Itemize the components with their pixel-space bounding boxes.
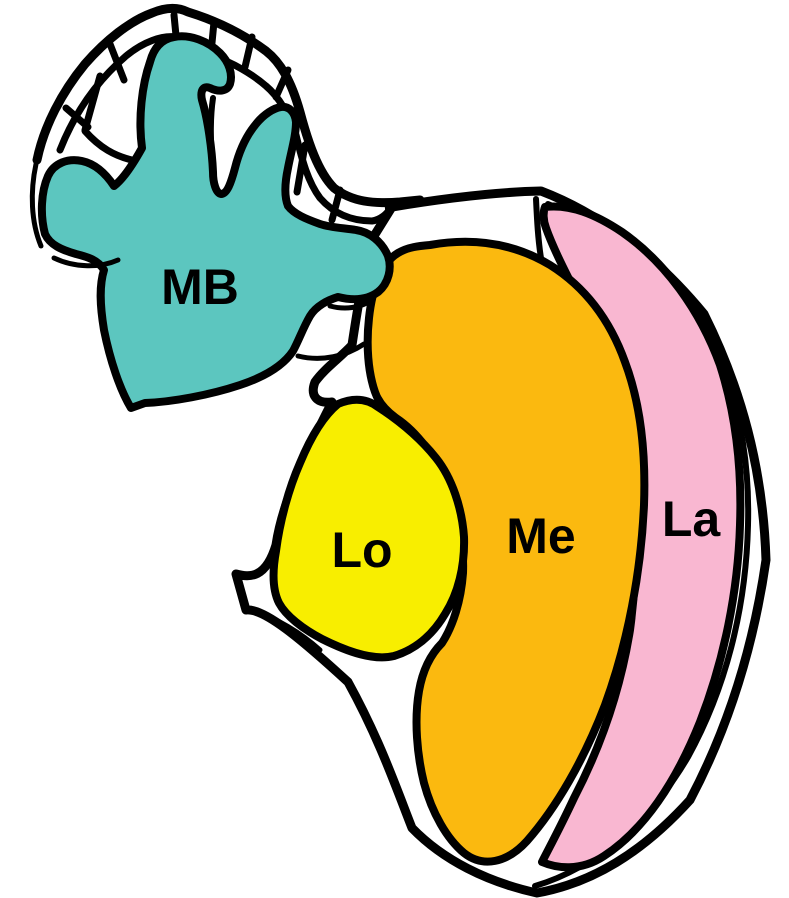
mb-finger-slit — [207, 95, 217, 185]
rind-inner-edge — [56, 33, 395, 225]
label-mb: MB — [161, 259, 239, 315]
label-la: La — [662, 491, 722, 547]
region-mb-shape — [37, 32, 394, 412]
la-top-divider — [533, 196, 544, 261]
region-me-shape — [363, 237, 649, 866]
left-sliver-line — [29, 161, 44, 249]
rind-hatch-lines — [62, 11, 394, 226]
label-lo: Lo — [331, 522, 392, 578]
region-lo-shape — [269, 395, 469, 662]
rind-outer-edge — [32, 3, 425, 208]
echo-strokes — [51, 255, 375, 653]
label-me: Me — [506, 508, 575, 564]
